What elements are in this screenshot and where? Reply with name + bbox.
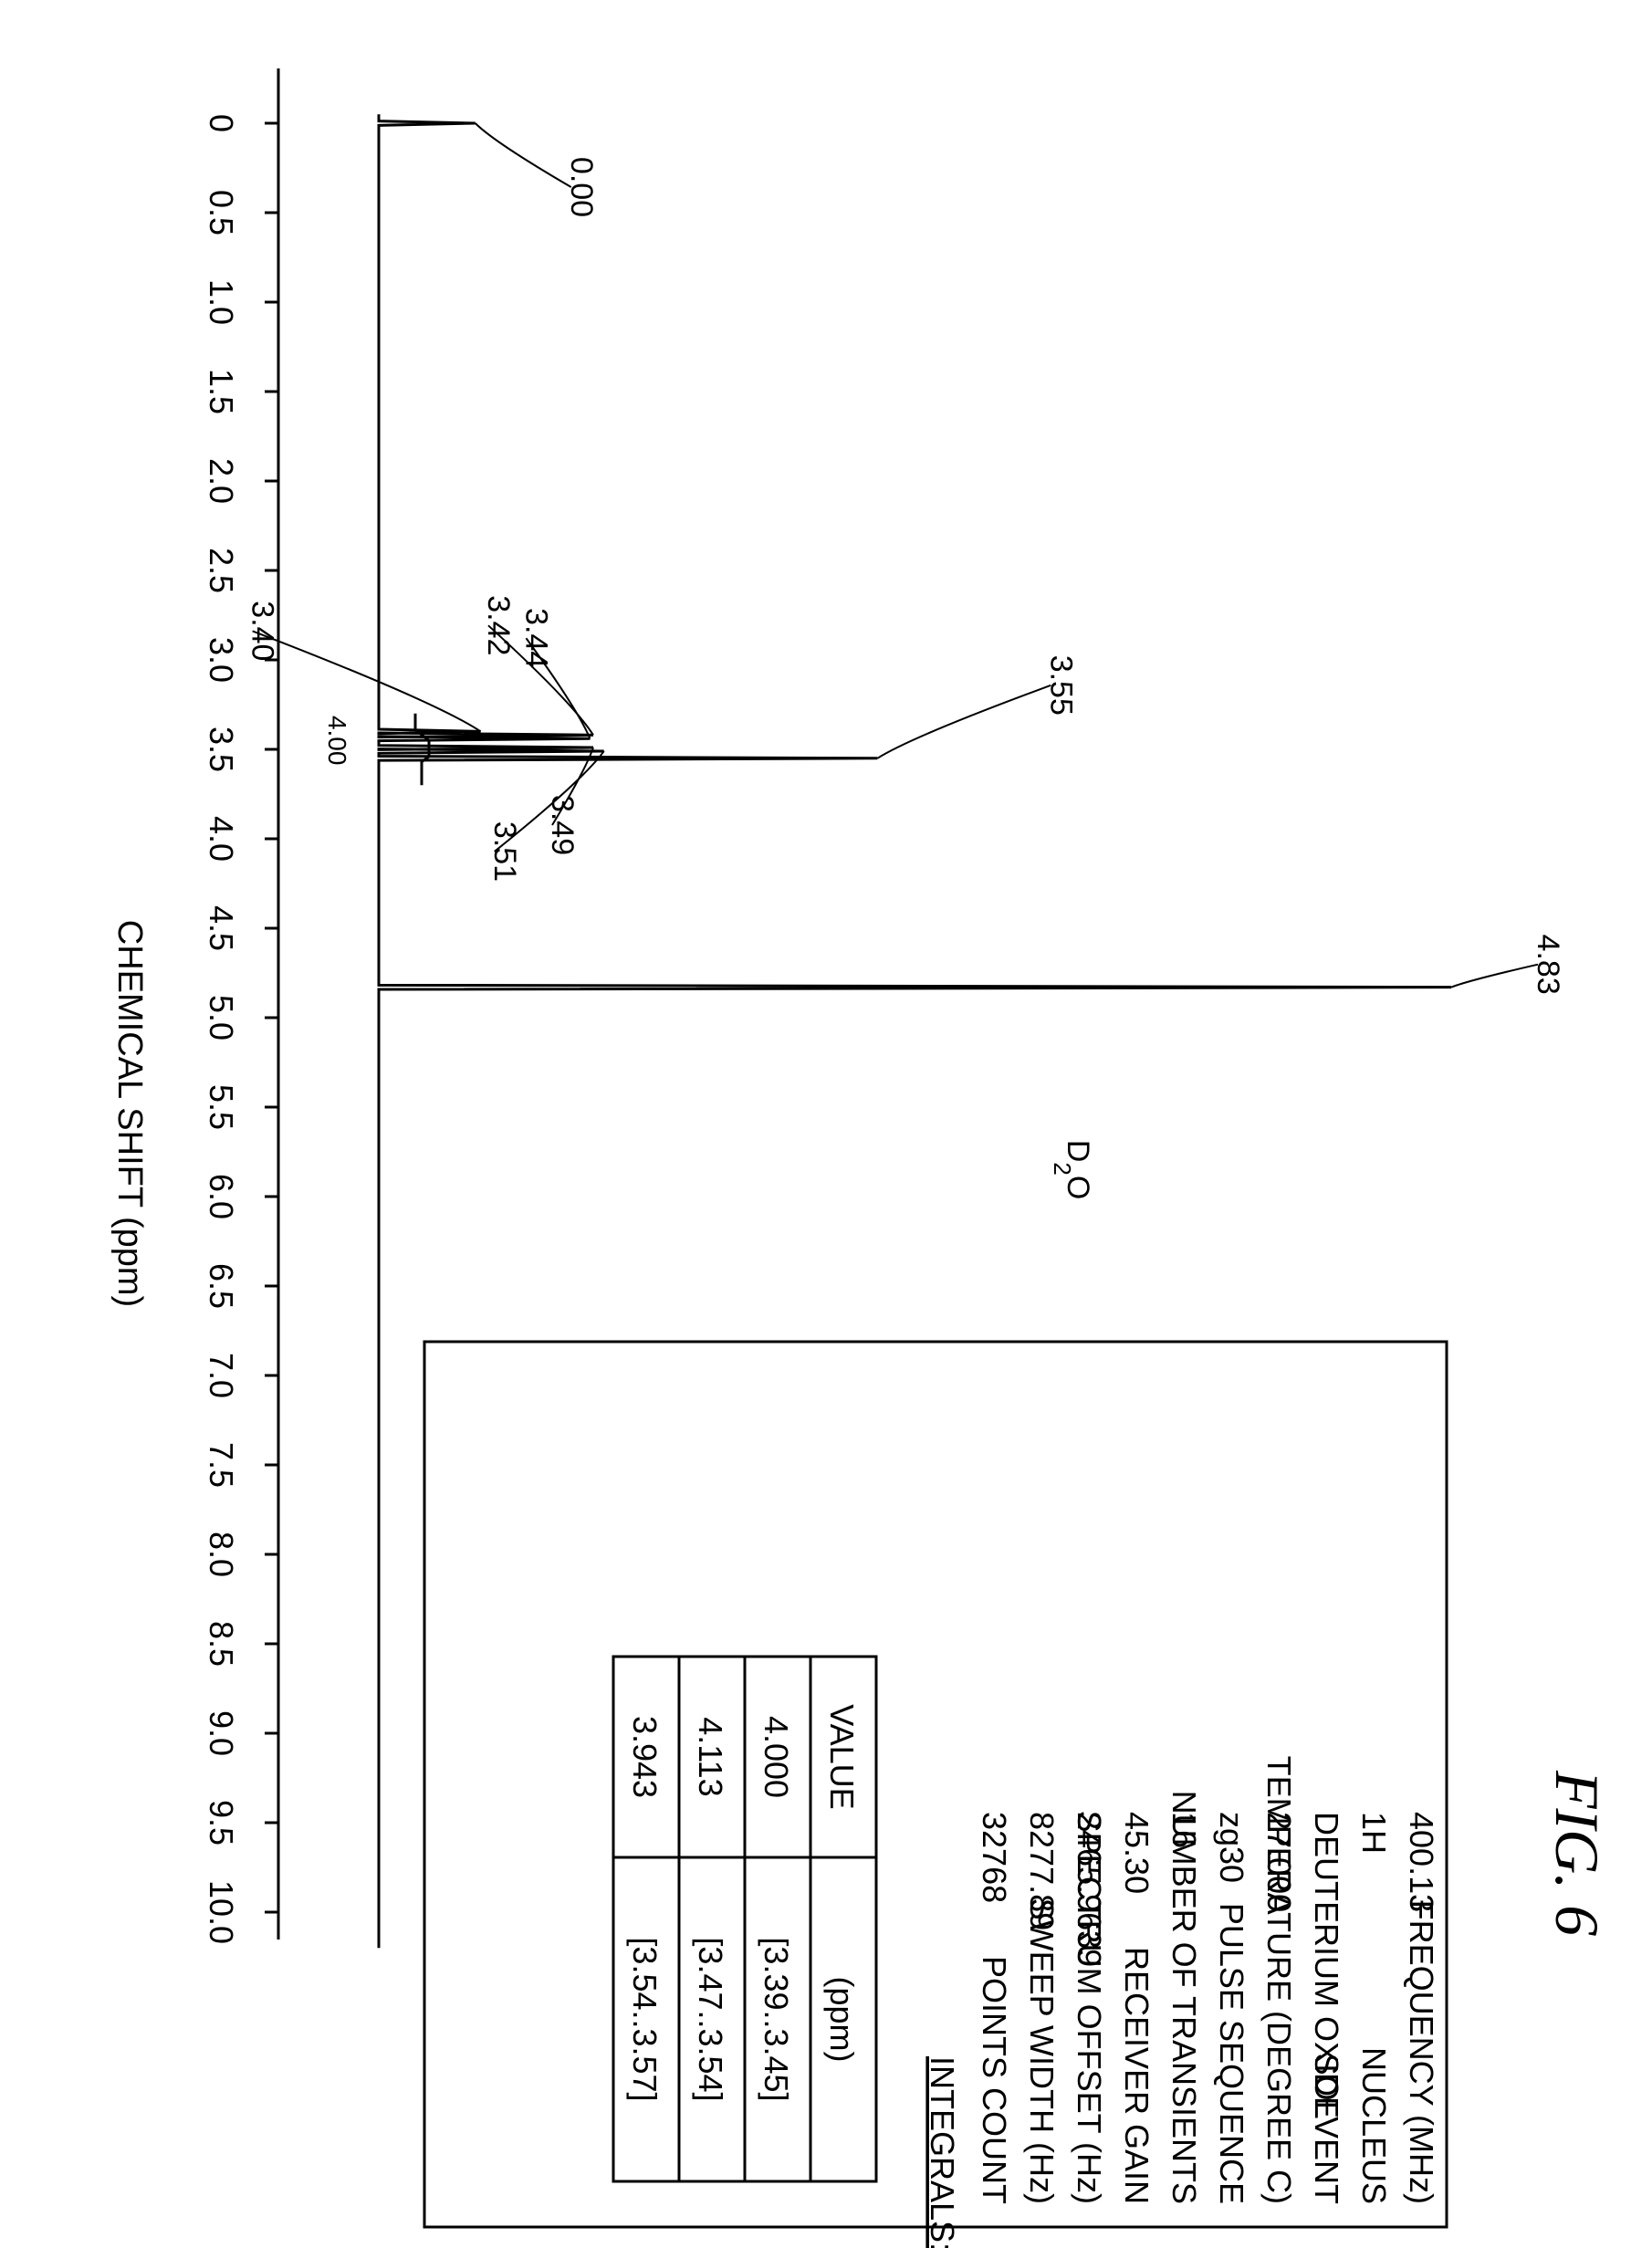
peak-labels: 0.00 3.40 3.423.44 3.49 3.51 3.55 4.83 4.00	[246, 123, 1565, 995]
peak-label: 3.51	[487, 821, 522, 882]
peak-label-leader	[476, 123, 571, 187]
x-tick-label: 0	[203, 114, 240, 132]
integral-range: [3.54..3.57]	[626, 1937, 664, 2101]
peak-label-leader	[877, 685, 1051, 758]
param-name: RECEIVER GAIN	[1118, 1947, 1155, 2204]
x-tick-label: 9.0	[203, 1710, 240, 1756]
param-value: 8277.89	[1023, 1812, 1061, 1930]
x-axis-tick-labels: 0 0.5 1.0 1.5 2.0 2.5 3.0 3.5 4.0 4.5 5.0 5.5 6.0 6.5…	[203, 114, 240, 1944]
integrals-col-ppm: (ppm)	[823, 1976, 861, 2062]
x-tick-label: 5.0	[203, 995, 240, 1040]
integral-range: [3.47..3.54]	[692, 1937, 729, 2101]
acquisition-parameters-box: FREQUENCY (MHz)400.13NUCLEUS1HSOLVENTDEU…	[424, 1342, 1447, 2248]
integrals-col-value: VALUE	[823, 1704, 861, 1809]
integral-range: [3.39..3.45]	[758, 1937, 795, 2101]
param-value: 32768	[976, 1812, 1013, 1903]
solvent-o: O	[1061, 1176, 1095, 1199]
x-tick-label: 3.0	[203, 637, 240, 683]
x-tick-label: 3.5	[203, 727, 240, 772]
spectrum-series	[379, 114, 1451, 1948]
integral-value-label: 4.00	[323, 716, 351, 766]
param-value: 1H	[1355, 1812, 1393, 1854]
param-value: zg30	[1213, 1812, 1250, 1883]
figure-label: FIG. 6	[1542, 1770, 1612, 1936]
param-value: 400.13	[1403, 1812, 1440, 1912]
peak-label-leader	[1451, 965, 1538, 988]
param-name: NUCLEUS	[1355, 2047, 1393, 2204]
x-tick-label: 6.5	[203, 1263, 240, 1309]
param-value: DEUTERIUM OXIDE	[1308, 1812, 1345, 2118]
param-name: SWEEP WIDTH (Hz)	[1023, 1898, 1061, 2204]
x-axis-title: CHEMICAL SHIFT (ppm)	[110, 920, 149, 1307]
x-tick-label: 7.0	[203, 1353, 240, 1398]
param-value: 16	[1166, 1812, 1203, 1848]
x-tick-label: 1.0	[203, 279, 240, 325]
param-name: NUMBER OF TRANSIENTS	[1166, 1791, 1203, 2204]
param-name: POINTS COUNT	[976, 1956, 1013, 2204]
x-tick-label: 8.5	[203, 1621, 240, 1667]
x-tick-label: 1.5	[203, 369, 240, 414]
x-axis-ticks	[265, 123, 278, 1912]
solvent-label: D2O	[1049, 1140, 1095, 1199]
x-tick-label: 7.5	[203, 1442, 240, 1488]
solvent-annotation: D2O	[1049, 1140, 1095, 1199]
integrals-table: (ppm) VALUE [3.39..3.45] 4.000 [3.47..3.54] 4…	[613, 1657, 876, 2181]
x-tick-label: 2.5	[203, 548, 240, 593]
integrals-title: INTEGRALS:	[924, 2056, 961, 2248]
integral-value: 4.113	[692, 1717, 729, 1796]
solvent-sub: 2	[1049, 1162, 1076, 1175]
param-name: PULSE SEQUENCE	[1213, 1903, 1250, 2204]
param-name: FREQUENCY (MHz)	[1403, 1900, 1440, 2204]
peak-label: 3.40	[246, 601, 280, 661]
x-tick-label: 4.5	[203, 905, 240, 951]
x-tick-label: 2.0	[203, 458, 240, 504]
param-value: 2465.9639	[1071, 1812, 1108, 1967]
peak-label: 3.44	[518, 608, 553, 668]
peak-label: 3.49	[545, 795, 580, 855]
param-value: 27.000	[1260, 1812, 1298, 1912]
peak-label: 3.42	[481, 595, 516, 655]
peak-label: 3.55	[1043, 655, 1078, 716]
x-tick-label: 4.0	[203, 816, 240, 862]
x-tick-label: 6.0	[203, 1174, 240, 1219]
integral-value: 3.943	[626, 1716, 664, 1798]
x-tick-label: 0.5	[203, 190, 240, 235]
spectrum-line	[379, 114, 1451, 1948]
solvent-d: D	[1061, 1140, 1095, 1163]
x-tick-label: 5.5	[203, 1084, 240, 1130]
x-tick-label: 10.0	[203, 1880, 240, 1944]
integral-value: 4.000	[758, 1716, 795, 1798]
x-tick-label: 9.5	[203, 1800, 240, 1845]
x-axis: 0 0.5 1.0 1.5 2.0 2.5 3.0 3.5 4.0 4.5 5.0 5.5 6.0 6.5…	[110, 68, 278, 1944]
peak-label-leader	[253, 631, 481, 731]
peak-label: 4.83	[1531, 935, 1565, 995]
peak-label: 0.00	[564, 157, 599, 217]
param-value: 45.30	[1118, 1812, 1155, 1894]
x-tick-label: 8.0	[203, 1532, 240, 1577]
